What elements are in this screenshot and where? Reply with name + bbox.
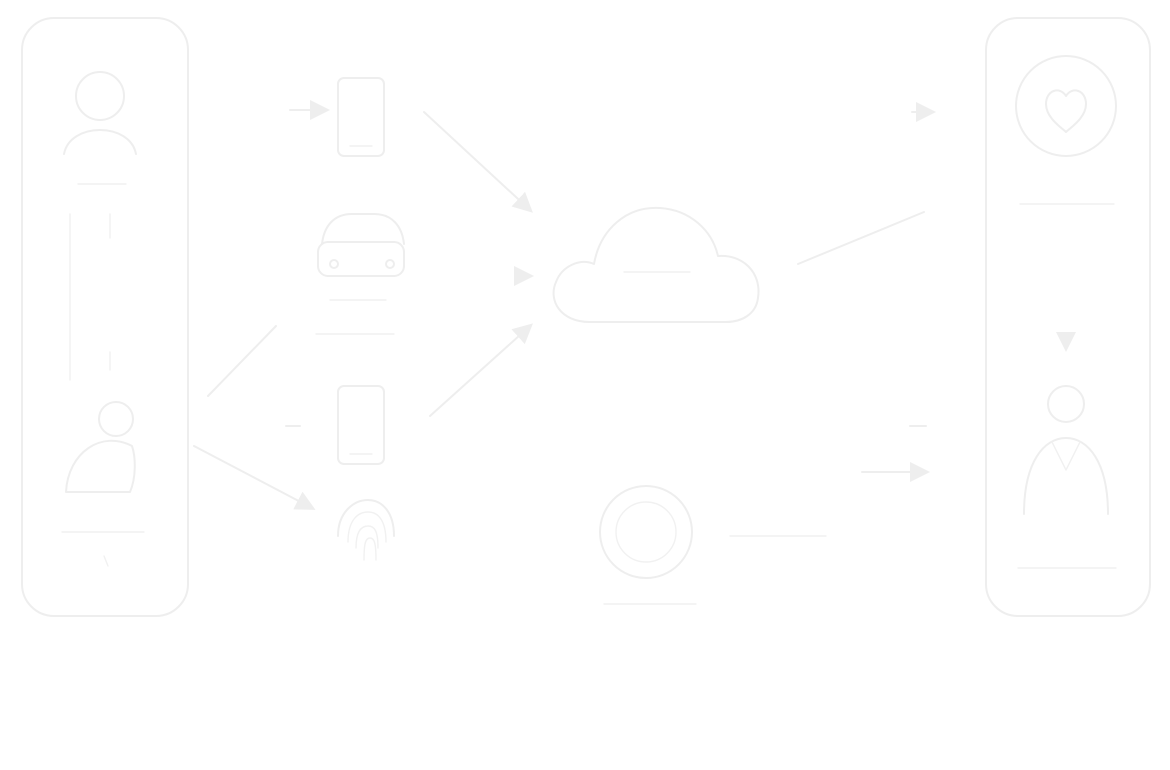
car-icon xyxy=(315,213,405,335)
right-panel xyxy=(985,17,1151,617)
doctor-icon xyxy=(1017,385,1117,569)
cloud-icon xyxy=(552,206,760,323)
network-globe-icon xyxy=(599,485,827,605)
tablet-icon xyxy=(337,385,385,465)
shield-icon xyxy=(1015,55,1117,205)
patient-icon xyxy=(65,401,136,493)
person-icon xyxy=(63,71,137,155)
tablet-icon xyxy=(337,77,385,157)
left-panel-text-marks xyxy=(61,183,145,567)
fingerprint-icon xyxy=(337,499,395,561)
left-vertical-text-block xyxy=(69,213,111,381)
left-panel xyxy=(21,17,189,617)
connector-lines xyxy=(193,100,1076,510)
